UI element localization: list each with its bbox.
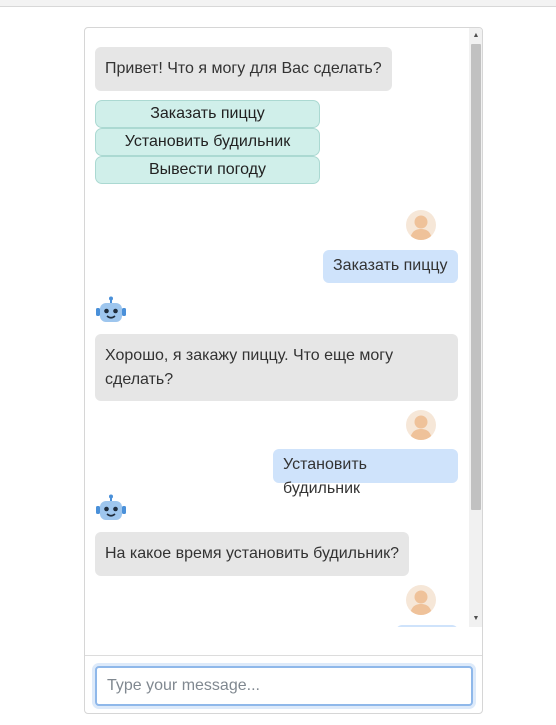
chat-history[interactable]: Привет! Что я могу для Вас сделать? Зака… [85, 28, 469, 627]
user-message: Заказать пиццу [323, 250, 458, 283]
browser-top-edge [0, 0, 556, 7]
bot-message: На какое время установить будильник? [95, 532, 410, 576]
quick-reply-weather[interactable]: Вывести погоду [95, 156, 320, 184]
chat-scrollbar[interactable]: ▲ ▼ [469, 28, 482, 627]
robot-avatar-icon [95, 494, 127, 524]
user-avatar-icon [406, 210, 436, 240]
robot-avatar-icon [95, 296, 127, 326]
chat-widget: Привет! Что я могу для Вас сделать? Зака… [84, 27, 483, 714]
user-avatar-icon [406, 410, 436, 440]
composer-divider [85, 655, 482, 656]
scroll-thumb[interactable] [471, 44, 481, 510]
quick-reply-order-pizza[interactable]: Заказать пиццу [95, 100, 320, 128]
bot-message: Хорошо, я закажу пиццу. Что еще могу сде… [95, 334, 458, 401]
scroll-down-arrow[interactable]: ▼ [472, 615, 480, 622]
message-input[interactable] [95, 666, 473, 706]
user-message: Установить будильник [273, 449, 458, 497]
user-avatar-icon [406, 585, 436, 615]
scroll-up-arrow[interactable]: ▲ [472, 32, 480, 39]
user-message-partial [396, 625, 458, 627]
quick-reply-set-alarm[interactable]: Установить будильник [95, 128, 320, 156]
bot-message-greeting: Привет! Что я могу для Вас сделать? [95, 47, 392, 91]
